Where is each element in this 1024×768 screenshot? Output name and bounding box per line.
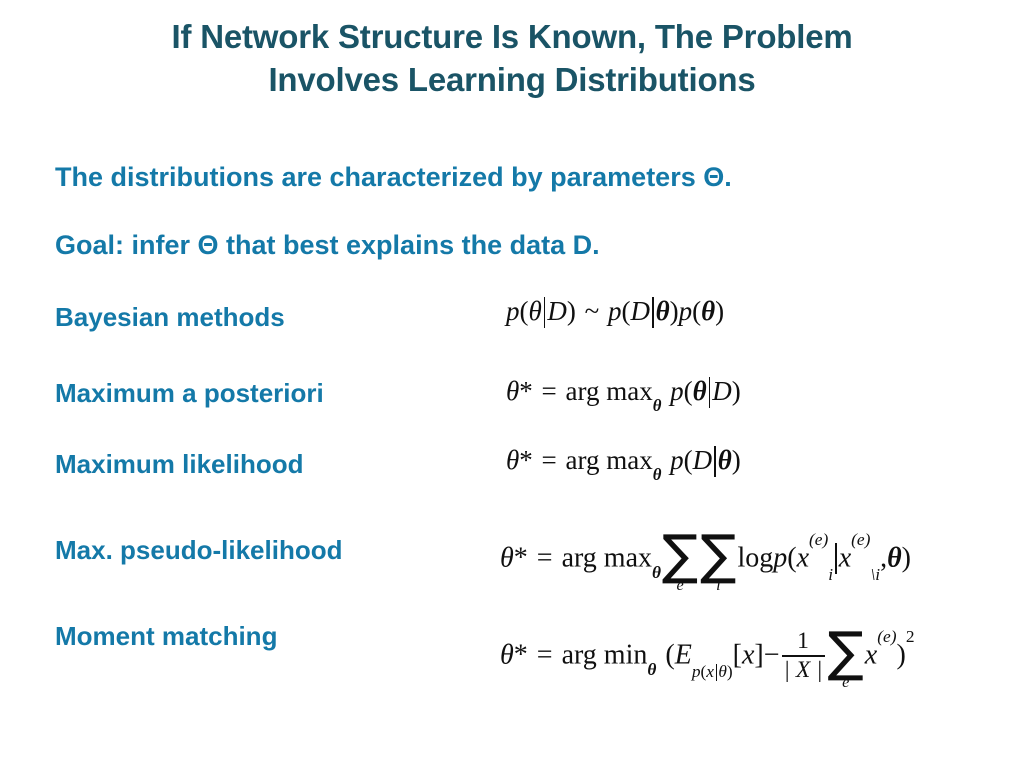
eq4-sum-limit-e: e <box>676 575 684 594</box>
eq4-argmax-subscript-theta: θ <box>652 563 662 583</box>
eq5-summation-over-e: ∑e <box>827 619 864 691</box>
page-title-line-2: Involves Learning Distributions <box>268 60 756 98</box>
eq5-x-superscript-e: (e) <box>877 627 897 647</box>
eq4-sum-limit-i: i <box>716 575 721 594</box>
eq2-D: D <box>712 376 732 406</box>
method-label-maximum-likelihood: Maximum likelihood <box>55 449 304 479</box>
eq3-theta: θ <box>717 445 732 475</box>
eq3-D: D <box>692 445 713 475</box>
eq3-theta-star: θ <box>506 445 520 475</box>
eq5-fraction-one-over-size-of-X: 1| X | <box>781 628 825 683</box>
eq1-p2: p <box>607 296 622 326</box>
eq2-argmax: arg max <box>565 376 653 406</box>
eq5-x-bracket: x <box>741 639 755 671</box>
eq4-log: log <box>737 542 774 574</box>
eq5-fraction-denominator: | X | <box>783 656 823 683</box>
eq5-sub-x: x <box>706 661 715 681</box>
eq4-summation-over-e: ∑e <box>662 522 699 594</box>
eq4-x1: x <box>796 542 810 574</box>
eq5-subscript-conditional-bar <box>715 664 717 681</box>
eq3-equals: = <box>541 445 557 475</box>
eq1-p3: p <box>678 296 693 326</box>
eq2-theta: θ <box>692 376 707 406</box>
eq2-argmax-subscript-theta: θ <box>652 396 662 416</box>
eq5-E: E <box>674 639 692 671</box>
eq2-p: p <box>670 376 684 406</box>
eq1-conditional-bar-2 <box>651 297 654 328</box>
eq4-theta: θ <box>887 542 902 574</box>
lead-text-distributions: The distributions are characterized by p… <box>55 162 732 192</box>
sigma-icon: ∑ <box>827 619 864 683</box>
page-title: If Network Structure Is Known, The Probl… <box>60 16 964 102</box>
eq4-x2-subscript-not-i: \i <box>870 564 881 584</box>
eq5-exponent-two: 2 <box>905 627 915 647</box>
eq4-conditional-bar <box>835 543 837 575</box>
eq1-D1: D <box>547 296 567 326</box>
eq5-equals: = <box>536 639 553 671</box>
eq1-theta2: θ <box>655 296 670 326</box>
eq5-argmin: arg min <box>561 639 648 671</box>
eq4-theta-star: θ <box>500 542 514 574</box>
eq5-fraction-rule <box>781 655 825 657</box>
eq1-theta3: θ <box>701 296 716 326</box>
eq4-x2: x <box>838 542 852 574</box>
eq5-sub-p: p <box>691 661 701 681</box>
eq3-conditional-bar <box>714 446 716 477</box>
eq5-theta-star: θ <box>500 639 514 671</box>
eq4-x2-superscript-e: (e) <box>851 530 871 550</box>
eq4-argmax: arg max <box>561 542 653 574</box>
eq4-p: p <box>773 542 788 574</box>
sigma-icon: ∑ <box>662 522 699 586</box>
eq4-star: * <box>513 542 528 574</box>
eq1-p1: p <box>506 296 520 326</box>
method-label-bayesian-methods: Bayesian methods <box>55 302 285 332</box>
eq3-argmax: arg max <box>565 445 653 475</box>
eq1-theta1: θ <box>528 296 542 326</box>
eq2-star: * <box>519 376 533 406</box>
eq2-theta-star: θ <box>506 376 520 406</box>
eq1-D2: D <box>630 296 650 326</box>
eq2-equals: = <box>541 376 557 406</box>
method-label-moment-matching: Moment matching <box>55 621 278 651</box>
eq1-tilde: ~ <box>584 296 600 326</box>
eq5-argmin-subscript-theta: θ <box>647 660 657 680</box>
eq3-star: * <box>519 445 533 475</box>
eq4-x1-superscript-e: (e) <box>809 530 829 550</box>
eq5-sub-theta: θ <box>718 661 727 681</box>
eq5-star: * <box>513 639 528 671</box>
page-title-line-1: If Network Structure Is Known, The Probl… <box>171 18 853 55</box>
eq3-argmax-subscript-theta: θ <box>652 465 662 485</box>
eq5-fraction-numerator: 1 <box>797 628 809 655</box>
eq4-summation-over-i: ∑i <box>700 522 737 594</box>
lead-text-goal: Goal: infer Θ that best explains the dat… <box>55 230 600 260</box>
eq4-x1-subscript-i: i <box>828 564 834 584</box>
sigma-icon: ∑ <box>700 522 737 586</box>
eq4-comma: , <box>880 542 888 574</box>
eq3-p: p <box>670 445 684 475</box>
eq2-conditional-bar <box>708 377 711 408</box>
method-label-maximum-a-posteriori: Maximum a posteriori <box>55 378 324 408</box>
eq5-x: x <box>864 639 878 671</box>
eq5-sum-limit-e: e <box>842 672 850 691</box>
method-label-max-pseudo-likelihood: Max. pseudo-likelihood <box>55 535 343 565</box>
eq5-minus: − <box>763 639 780 671</box>
eq1-conditional-bar-1 <box>543 297 546 328</box>
eq4-equals: = <box>536 542 553 574</box>
